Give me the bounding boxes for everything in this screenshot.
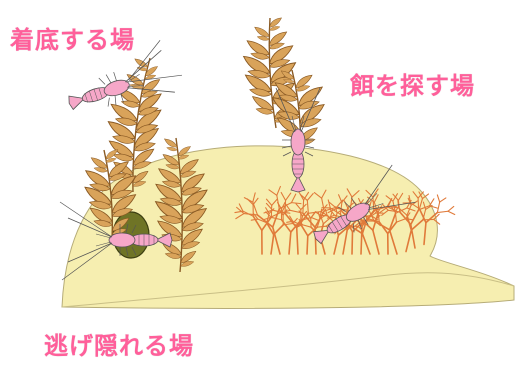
- label-refuge-site: 逃げ隠れる場: [44, 332, 194, 360]
- label-settlement-site: 着底する場: [10, 26, 135, 54]
- label-feeding-site: 餌を探す場: [350, 72, 475, 100]
